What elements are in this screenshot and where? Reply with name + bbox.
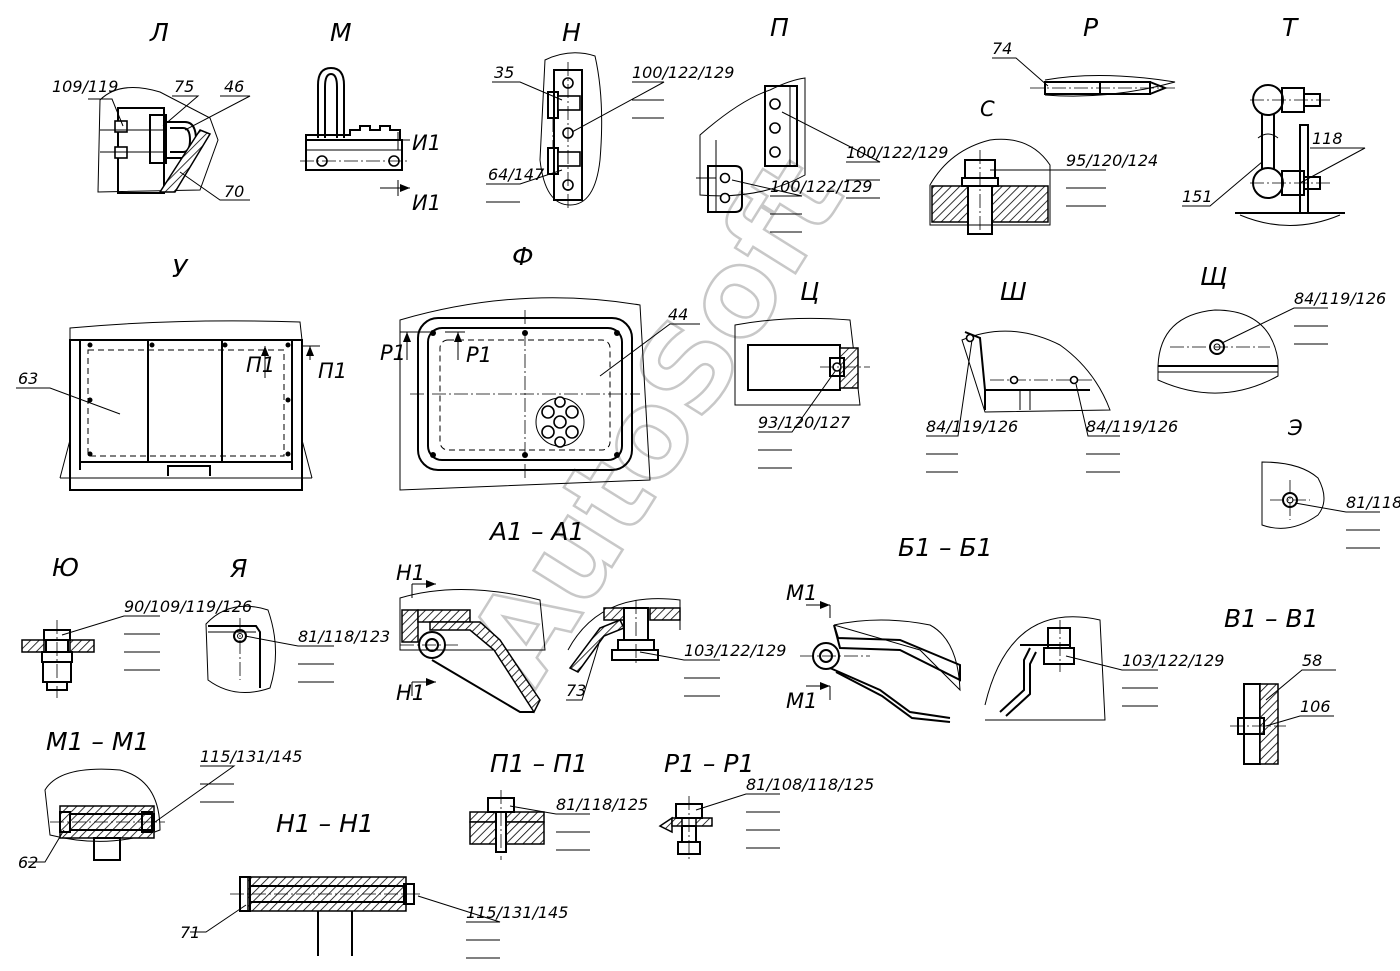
callout-u-p1-b: П1 — [318, 359, 347, 383]
title-view-c: Ц — [800, 277, 819, 306]
callout-v1-106: 106 — [1300, 697, 1331, 716]
view-yu — [21, 615, 160, 698]
callout-n-100-122-129: 100/122/129 — [632, 63, 734, 82]
section-v1-v1 — [1230, 669, 1336, 765]
callout-yu-90: 90/109/119/126 — [124, 597, 252, 616]
callout-l-46: 46 — [224, 77, 244, 96]
callout-u-p1-a: П1 — [246, 353, 275, 377]
callout-r1-81-108-118-125: 81/108/118/125 — [746, 775, 874, 794]
title-view-p: П — [770, 13, 789, 42]
title-section-v1: В1 – В1 — [1224, 604, 1319, 633]
callout-p-100-122-129-a: 100/122/129 — [846, 143, 948, 162]
view-sch — [1157, 307, 1328, 394]
callout-n-35: 35 — [494, 63, 514, 82]
view-e — [1261, 461, 1380, 549]
callout-ya-81: 81/118/123 — [298, 627, 390, 646]
title-view-r: Р — [1083, 13, 1099, 42]
callout-m-i1-top: И1 — [412, 131, 441, 155]
title-view-n: Н — [562, 18, 581, 47]
view-u — [16, 320, 320, 491]
callout-b1-103-122-129: 103/122/129 — [1122, 651, 1224, 670]
section-b1-b1 — [800, 601, 1158, 723]
title-view-t: Т — [1282, 13, 1299, 42]
title-section-n1: Н1 – Н1 — [276, 809, 374, 838]
section-n1-n1 — [190, 876, 501, 959]
callout-sh-84-a: 84/119/126 — [926, 417, 1018, 436]
view-n — [486, 52, 665, 208]
view-f — [399, 297, 700, 491]
callout-a1-n1-bottom: Н1 — [396, 681, 425, 705]
callout-sch-84: 84/119/126 — [1294, 289, 1386, 308]
callout-m-i1-bottom: И1 — [412, 191, 441, 215]
title-view-ya: Я — [229, 554, 247, 583]
callout-e-81: 81/118/125 — [1346, 493, 1400, 512]
title-section-b1: Б1 – Б1 — [898, 533, 993, 562]
callout-r-74: 74 — [992, 39, 1012, 58]
callout-sh-84-b: 84/119/126 — [1086, 417, 1178, 436]
callout-l-70: 70 — [224, 182, 244, 201]
title-view-sh: Ш — [1000, 277, 1027, 306]
view-m — [300, 66, 410, 196]
section-a1-a1 — [399, 580, 720, 714]
callout-n1-71: 71 — [180, 923, 200, 942]
callout-m1-115-131-145: 115/131/145 — [200, 747, 302, 766]
callout-p1-81-118-125: 81/118/125 — [556, 795, 648, 814]
callout-l-75: 75 — [174, 77, 194, 96]
title-section-a1: А1 – А1 — [488, 517, 584, 546]
callout-v1-58: 58 — [1302, 651, 1322, 670]
callout-c-93-120-127: 93/120/127 — [758, 413, 851, 432]
callout-n1-115-131-145: 115/131/145 — [466, 903, 568, 922]
callout-n-64-147: 64/147 — [488, 165, 545, 184]
title-view-f: Ф — [512, 242, 534, 271]
text-layer: Л М Н П Р С Т У Ф Ц Ш Щ Э Ю Я А1 – А1 Б1… — [18, 13, 1400, 942]
callout-a1-73: 73 — [566, 681, 586, 700]
callout-t-118: 118 — [1312, 129, 1343, 148]
callout-f-r1-a: Р1 — [380, 341, 406, 365]
callout-f-44: 44 — [668, 305, 688, 324]
callout-m1-62: 62 — [18, 853, 38, 872]
view-t — [1182, 84, 1366, 226]
section-r1-r1 — [658, 793, 780, 860]
callout-a1-103-122-129: 103/122/129 — [684, 641, 786, 660]
callout-p-100-122-129-b: 100/122/129 — [770, 177, 872, 196]
view-l — [88, 87, 251, 201]
view-p — [696, 77, 881, 233]
section-m1-m1 — [28, 765, 236, 863]
title-view-l: Л — [149, 18, 169, 47]
callout-b1-m1-top: М1 — [786, 581, 817, 605]
title-section-p1: П1 – П1 — [490, 749, 588, 778]
callout-u-63: 63 — [18, 369, 38, 388]
title-view-e: Э — [1287, 416, 1303, 440]
view-s — [929, 138, 1106, 238]
title-section-m1: М1 – М1 — [46, 727, 149, 756]
callout-a1-n1-top: Н1 — [396, 561, 425, 585]
callout-f-r1-b: Р1 — [466, 343, 492, 367]
callout-b1-m1-bottom: М1 — [786, 689, 817, 713]
section-p1-p1 — [469, 790, 590, 860]
title-view-m: М — [330, 18, 352, 47]
callout-s-95-120-124: 95/120/124 — [1066, 151, 1158, 170]
title-view-sch: Щ — [1200, 262, 1227, 291]
callout-t-151: 151 — [1182, 187, 1213, 206]
view-sh — [926, 330, 1120, 473]
view-r — [992, 57, 1176, 97]
view-c — [734, 317, 870, 469]
title-view-s: С — [980, 97, 995, 121]
title-view-u: У — [172, 254, 189, 283]
view-ya — [205, 605, 334, 693]
title-view-yu: Ю — [52, 553, 79, 582]
title-section-r1: Р1 – Р1 — [664, 749, 754, 778]
callout-l-109-119: 109/119 — [52, 77, 118, 96]
